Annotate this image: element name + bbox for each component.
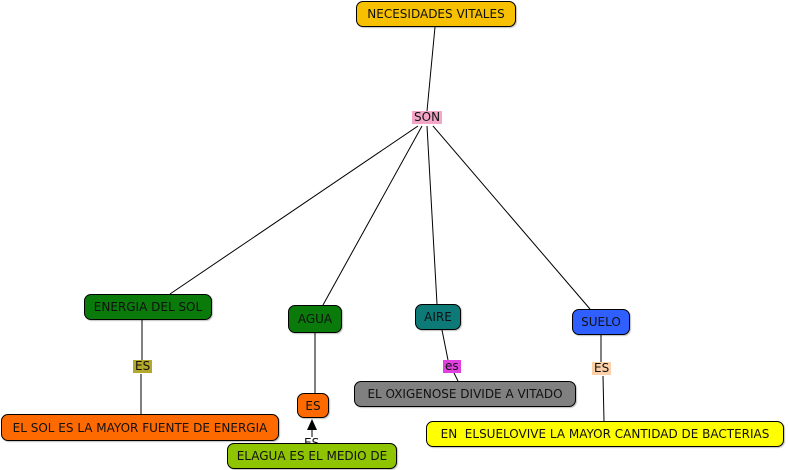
concept-text: AGUA (297, 312, 333, 326)
concept-text: SUELO (581, 315, 621, 329)
concept-oxigeno[interactable]: EL OXIGENOSE DIVIDE A VITADO (354, 381, 576, 407)
linking-phrase-es-suelo[interactable]: ES (592, 361, 612, 375)
link-es-bacterias (602, 375, 605, 422)
link-aire-es (441, 329, 449, 361)
concept-aire[interactable]: AIRE (415, 304, 461, 330)
concept-text: NECESIDADES VITALES (367, 7, 505, 21)
link-son-aire (426, 125, 438, 305)
concept-sol-fuente-energia[interactable]: EL SOL ES LA MAYOR FUENTE DE ENERGIA (1, 414, 279, 441)
link-son-suelo (432, 125, 591, 310)
linking-phrase-es-energia[interactable]: ES (133, 359, 153, 373)
concept-es-agua[interactable]: ES (297, 393, 329, 418)
link-es-oxigeno (453, 372, 459, 382)
concept-text: EL SOL ES LA MAYOR FUENTE DE ENERGIA (12, 420, 268, 435)
concept-text: ELAGUA ES EL MEDIO DE (236, 449, 388, 463)
concept-energia-del-sol[interactable]: ENERGIA DEL SOL (84, 294, 212, 320)
link-son-energia (169, 125, 419, 295)
concept-agua-medio[interactable]: ELAGUA ES EL MEDIO DE (227, 443, 397, 469)
concept-text: ES (305, 398, 321, 413)
concept-suelo[interactable]: SUELO (572, 309, 630, 335)
linking-phrase-es-aire[interactable]: es (443, 359, 461, 373)
concept-text: EL OXIGENOSE DIVIDE A VITADO (367, 387, 563, 401)
link-son-agua (322, 125, 423, 306)
concept-text: AIRE (424, 310, 452, 324)
concept-agua[interactable]: AGUA (288, 305, 342, 333)
concept-suelo-bacterias[interactable]: EN ELSUELOVIVE LA MAYOR CANTIDAD DE BACT… (426, 421, 784, 447)
concept-text: ENERGIA DEL SOL (93, 300, 203, 314)
linking-phrase-son[interactable]: SON (412, 110, 443, 124)
link-root-son (426, 26, 436, 112)
arrowhead-icon (307, 419, 317, 430)
concept-necesidades-vitales[interactable]: NECESIDADES VITALES (356, 1, 516, 27)
concept-text: EN ELSUELOVIVE LA MAYOR CANTIDAD DE BACT… (440, 427, 770, 441)
